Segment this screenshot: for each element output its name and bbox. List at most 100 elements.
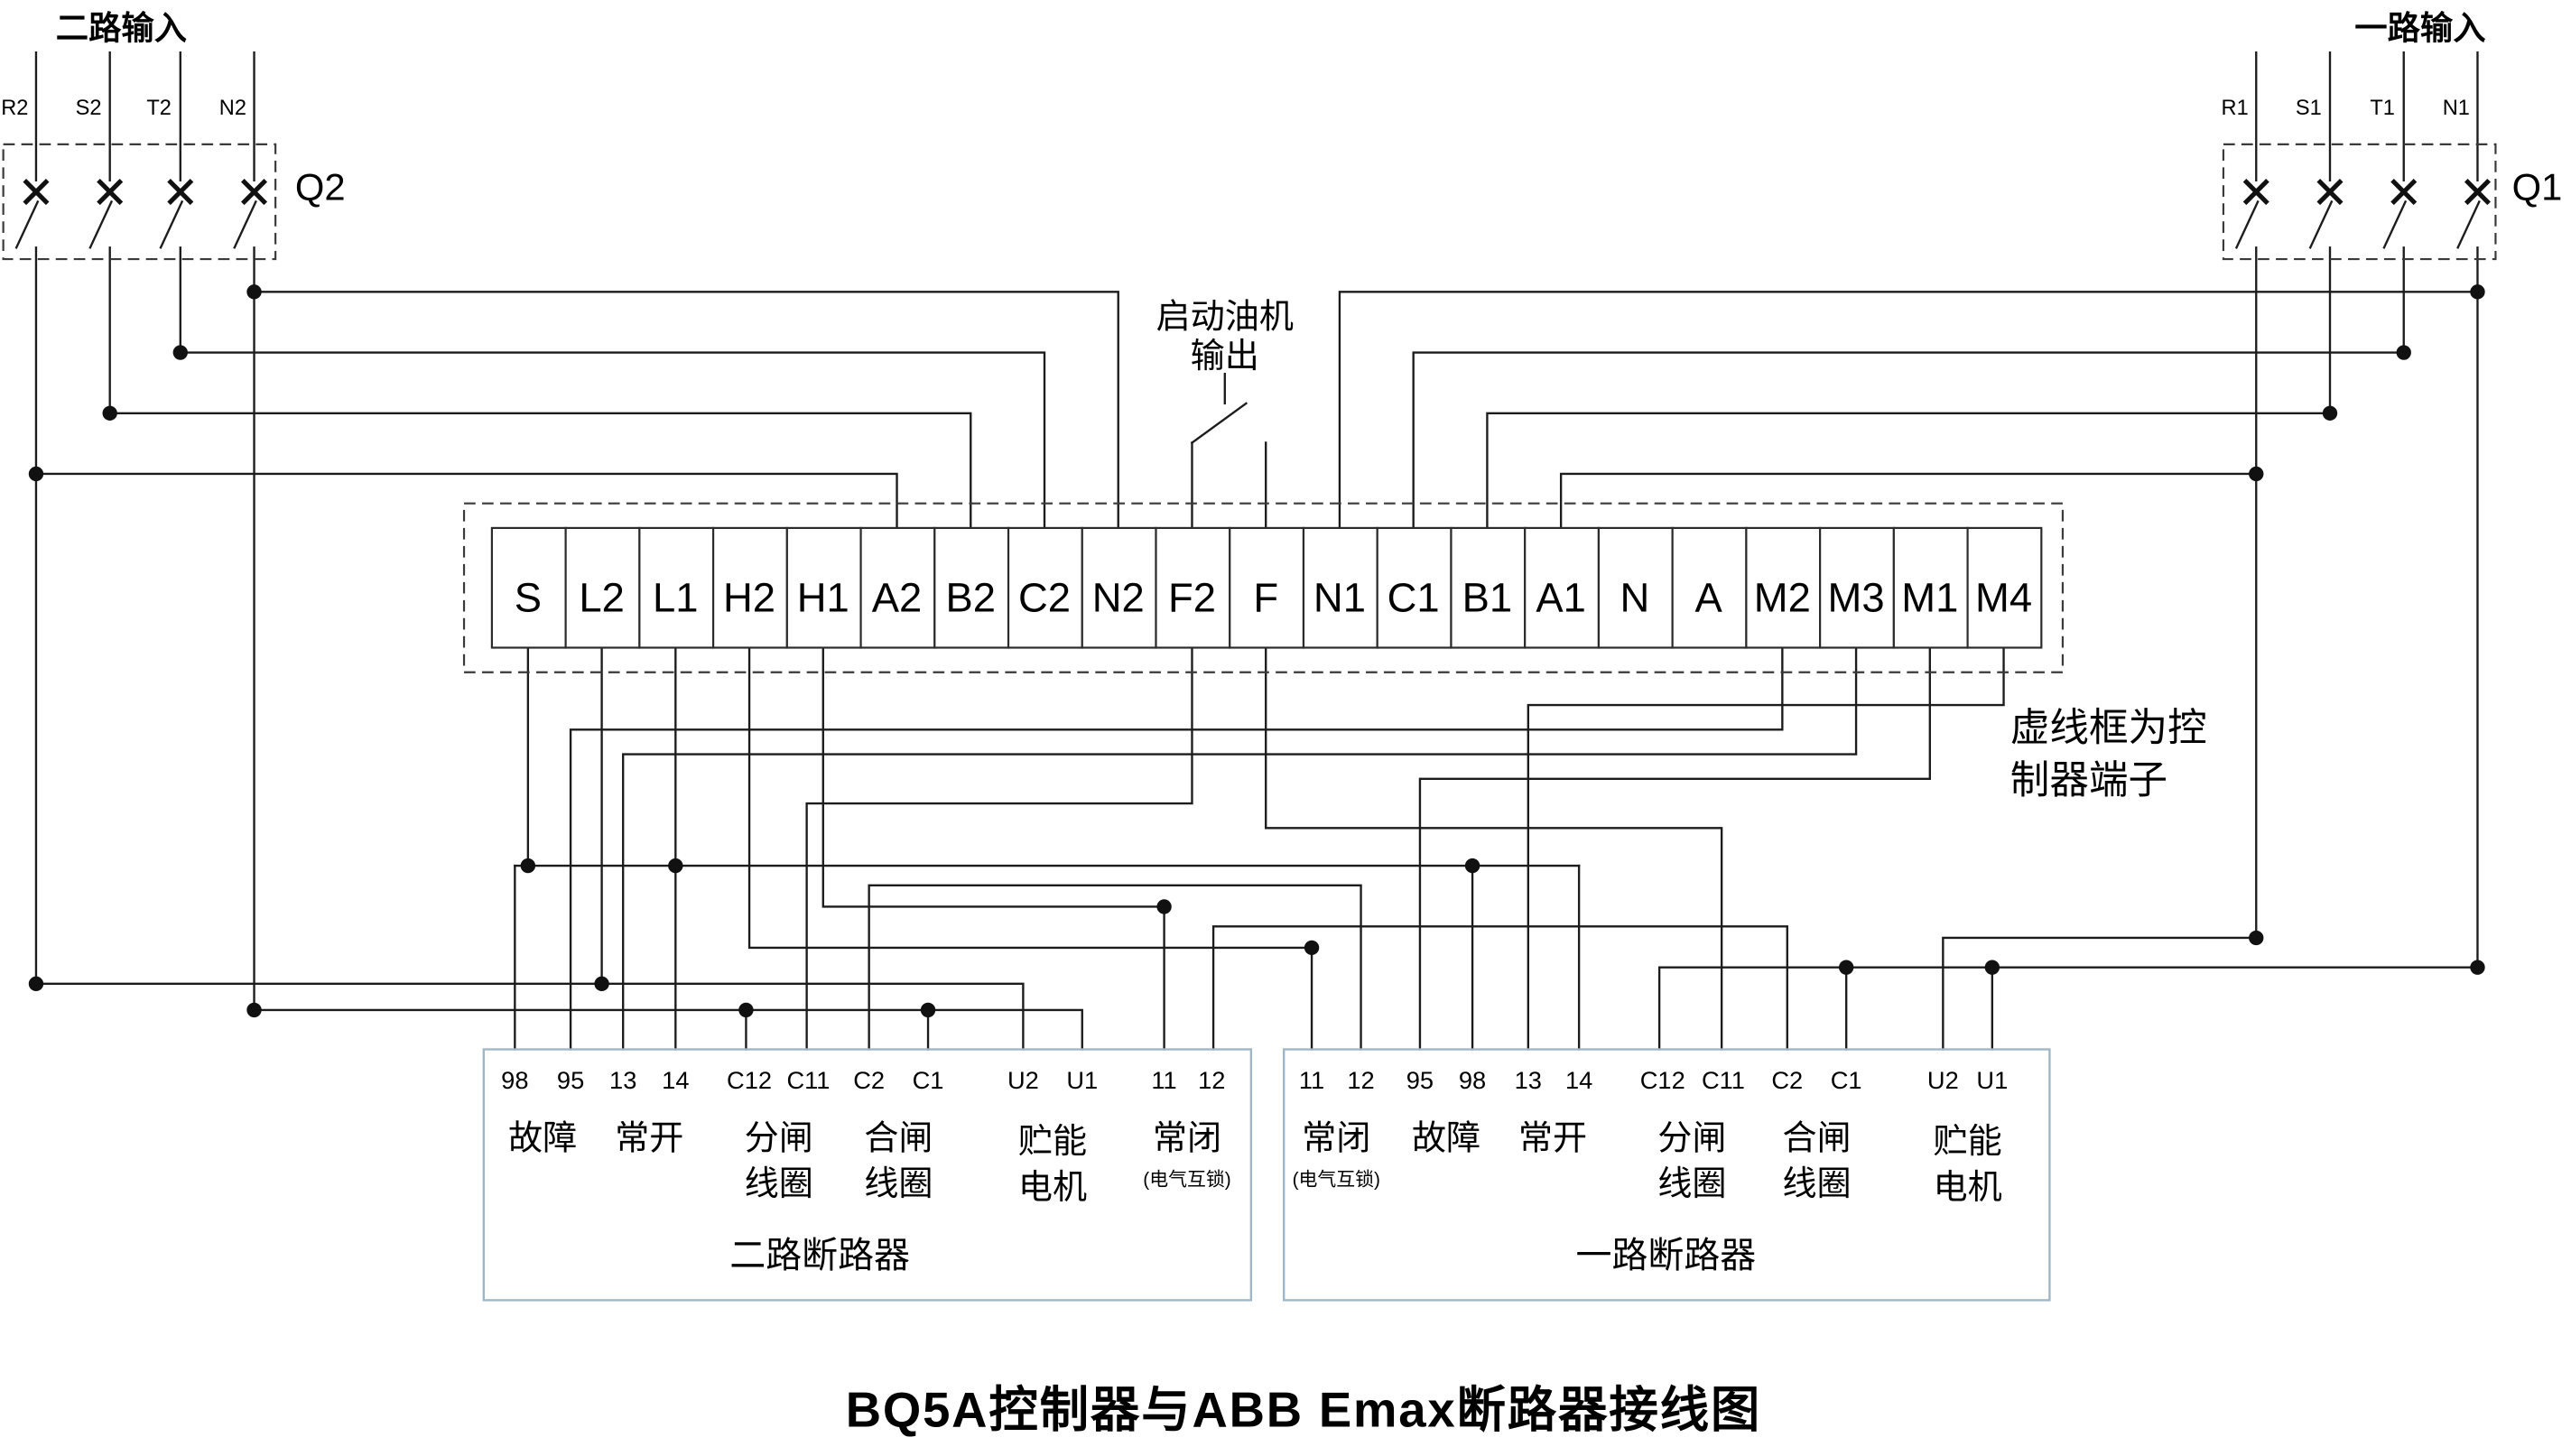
strip-terminal: L2 [579, 575, 625, 621]
group-label: 贮能 [1018, 1122, 1087, 1161]
box-terminal-number: C11 [786, 1066, 830, 1094]
strip-terminal: N2 [1092, 575, 1145, 621]
group-label: 合闸 [1782, 1118, 1851, 1157]
feeder-terminal-label: T1 [2370, 97, 2395, 120]
feeder-terminal-label: N2 [219, 97, 246, 120]
breaker-contact-icon [161, 181, 192, 247]
box-terminal-number: C12 [727, 1066, 772, 1094]
strip-terminal: M1 [1901, 575, 1958, 621]
box-terminal-number: 12 [1198, 1066, 1225, 1094]
genset-output-label-line1: 启动油机 [1156, 297, 1295, 336]
junction-dots [28, 284, 2485, 1018]
breaker-q2-label: Q2 [295, 166, 346, 209]
strip-terminal: F [1253, 575, 1278, 621]
group-label: 常开 [615, 1118, 683, 1157]
strip-terminal: H2 [723, 575, 775, 621]
strip-terminal: L1 [653, 575, 699, 621]
strip-terminal: A [1694, 575, 1722, 621]
breaker-contact-icons [16, 181, 2489, 247]
feeder-terminal-label: R2 [1, 97, 28, 120]
group-label: 线圈 [1657, 1164, 1726, 1203]
strip-terminal: B1 [1462, 575, 1513, 621]
strip-terminal: C1 [1388, 575, 1440, 621]
wires [34, 51, 2479, 1051]
strip-terminal: S [515, 575, 542, 621]
diagram-title: BQ5A控制器与ABB Emax断路器接线图 [846, 1382, 1761, 1437]
box-terminal-number: C1 [1831, 1066, 1862, 1094]
strip-terminal: F2 [1168, 575, 1216, 621]
circuit2-terminal-numbers: 98 95 13 14 C12 C11 C2 C1 U2 U1 11 12 [501, 1066, 1225, 1094]
group-label: 分闸 [1657, 1118, 1726, 1157]
group-sublabel: (电气互锁) [1143, 1169, 1230, 1190]
group-label: 电机 [1018, 1168, 1087, 1207]
group-label: 故障 [1412, 1118, 1480, 1157]
breaker-contact-icon [2310, 181, 2342, 247]
group-label: 线圈 [1782, 1164, 1851, 1203]
strip-terminal: M2 [1754, 575, 1811, 621]
controller-terminal-strip-box [462, 502, 2065, 673]
box-terminal-number: C2 [1771, 1066, 1803, 1094]
group-label: 常闭 [1302, 1118, 1370, 1157]
box-terminal-number: U2 [1007, 1066, 1039, 1094]
group-label: 常开 [1518, 1118, 1587, 1157]
circuit1-box-title: 一路断路器 [1576, 1236, 1757, 1275]
box-terminal-number: 98 [501, 1066, 528, 1094]
strip-terminal: A2 [872, 575, 923, 621]
box-terminal-number: 11 [1299, 1066, 1324, 1094]
box-terminal-number: 11 [1151, 1066, 1176, 1094]
box-terminal-number: 95 [557, 1066, 584, 1094]
strip-terminal: N [1620, 575, 1649, 621]
left-input-header: 二路输入 [56, 10, 187, 47]
controller-terminal-cells [490, 526, 2043, 649]
feeder-terminal-label: S2 [76, 97, 102, 120]
feeder-terminal-label: T2 [146, 97, 172, 120]
box-terminal-number: U2 [1927, 1066, 1959, 1094]
circuit2-group-labels: 故障 常开 分闸 线圈 合闸 线圈 贮能 电机 常闭 (电气互锁) [508, 1118, 1231, 1206]
box-terminal-number: C12 [1640, 1066, 1685, 1094]
genset-output-label-line2: 输出 [1191, 337, 1259, 376]
group-label: 合闸 [864, 1118, 933, 1157]
box-terminal-number: 13 [1515, 1066, 1542, 1094]
circuit2-breaker-box [482, 1048, 1253, 1302]
box-terminal-number: 14 [1565, 1066, 1592, 1094]
breaker-q1-label: Q1 [2512, 166, 2563, 209]
group-label: 常闭 [1153, 1118, 1221, 1157]
strip-terminal: C2 [1018, 575, 1071, 621]
group-sublabel: (电气互锁) [1293, 1169, 1380, 1190]
circuit2-box-title: 二路断路器 [729, 1236, 910, 1275]
strip-terminal: B2 [945, 575, 996, 621]
group-label: 电机 [1933, 1168, 2001, 1207]
breaker-contact-icon [235, 181, 266, 247]
breaker-contact-icon [90, 181, 122, 247]
group-label: 线圈 [745, 1164, 813, 1203]
strip-terminal: M3 [1828, 575, 1885, 621]
strip-terminal: M4 [1975, 575, 2032, 621]
breaker-contact-icon [2384, 181, 2416, 247]
circuit1-group-labels: 常闭 (电气互锁) 故障 常开 分闸 线圈 合闸 线圈 贮能 电机 [1293, 1118, 2002, 1206]
breaker-q2-box [2, 143, 277, 261]
feeder-terminal-label: R1 [2222, 97, 2249, 120]
breaker-contact-icon [16, 181, 48, 247]
circuit1-terminal-numbers: 11 12 95 98 13 14 C12 C11 C2 C1 U2 U1 [1299, 1066, 2008, 1094]
controller-note-line1: 虚线框为控 [2010, 707, 2207, 750]
box-terminal-number: C1 [913, 1066, 944, 1094]
breaker-contact-icon [2458, 181, 2490, 247]
breaker-q1-box [2222, 143, 2497, 261]
box-terminal-number: 95 [1406, 1066, 1434, 1094]
box-terminal-number: 14 [662, 1066, 689, 1094]
feeder-terminal-label: N1 [2443, 97, 2470, 120]
strip-terminal: H1 [797, 575, 849, 621]
box-terminal-number: U1 [1066, 1066, 1098, 1094]
box-terminal-number: U1 [1976, 1066, 2008, 1094]
box-terminal-number: C2 [853, 1066, 885, 1094]
box-terminal-number: 13 [609, 1066, 636, 1094]
box-terminal-number: C11 [1702, 1066, 1745, 1094]
strip-terminal: N1 [1313, 575, 1366, 621]
controller-note-line2: 制器端子 [2010, 759, 2167, 802]
group-label: 分闸 [745, 1118, 813, 1157]
group-label: 贮能 [1933, 1122, 2001, 1161]
group-label: 线圈 [864, 1164, 933, 1203]
group-label: 故障 [508, 1118, 577, 1157]
strip-terminal: A1 [1536, 575, 1586, 621]
